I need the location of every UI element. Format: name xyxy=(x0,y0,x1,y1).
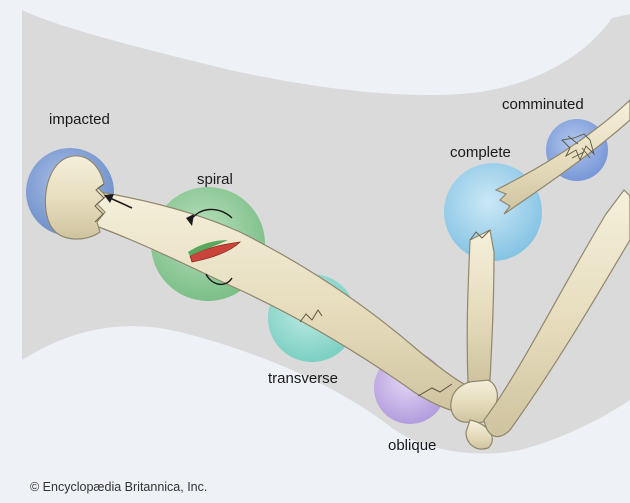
label-impacted: impacted xyxy=(49,111,110,128)
copyright-credit: © Encyclopædia Britannica, Inc. xyxy=(30,480,207,494)
label-complete: complete xyxy=(450,144,511,161)
label-comminuted: comminuted xyxy=(502,96,584,113)
label-oblique: oblique xyxy=(388,437,436,454)
humerus-head xyxy=(45,156,106,239)
radius-lower xyxy=(467,230,494,382)
label-spiral: spiral xyxy=(197,171,233,188)
label-transverse: transverse xyxy=(268,370,338,387)
